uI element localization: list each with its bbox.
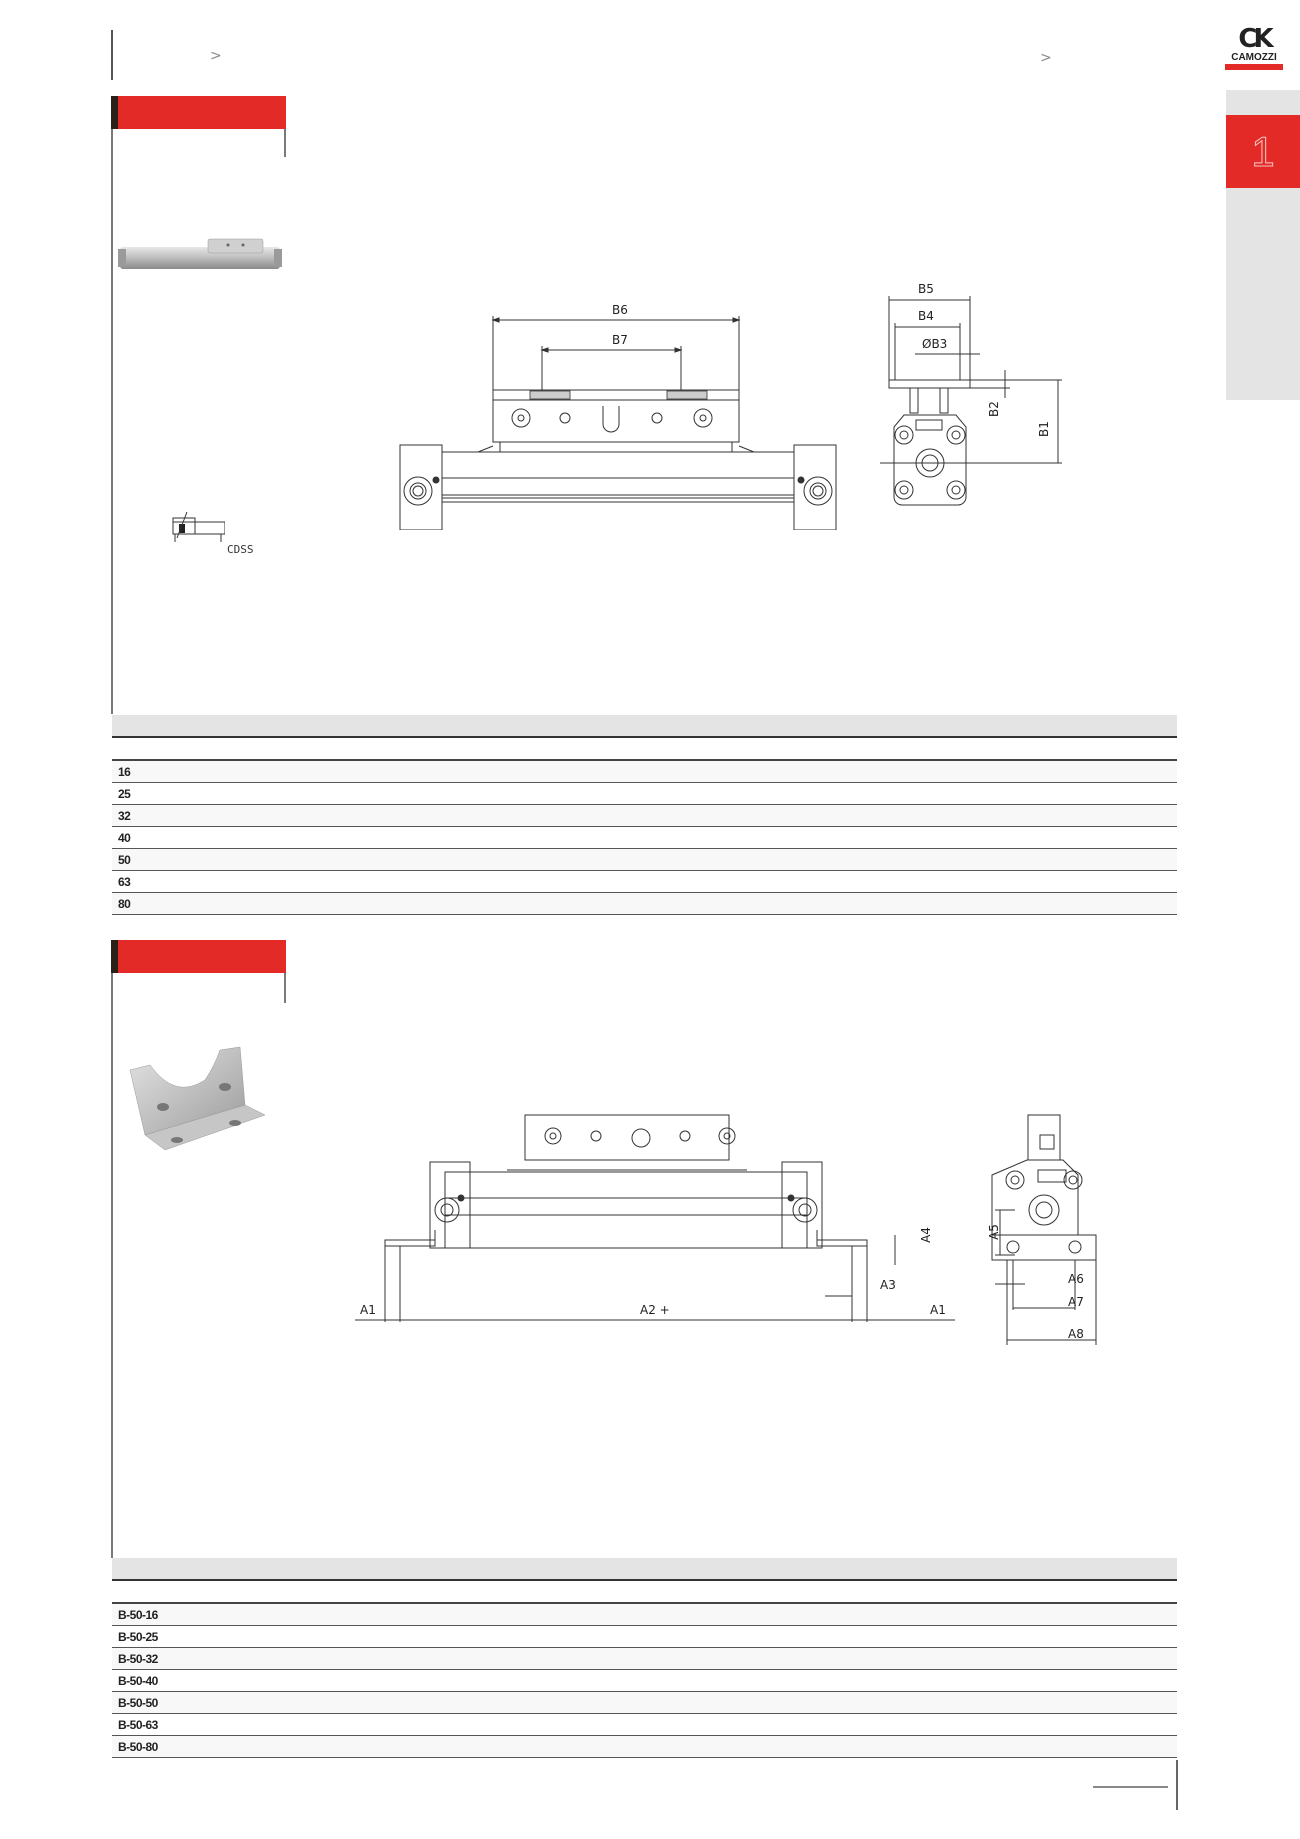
logo-red-bar (1225, 64, 1283, 70)
table-row: B-50-63 (112, 1713, 1177, 1736)
model-cell: B-50-25 (112, 1625, 1177, 1648)
size-cell: 16 (112, 760, 1177, 783)
size-cell: 50 (112, 848, 1177, 871)
model-cell: B-50-63 (112, 1713, 1177, 1736)
dim-label-a6: A6 (1068, 1272, 1084, 1286)
dim-label-a7: A7 (1068, 1295, 1084, 1309)
chapter-tab-active: 1 (1226, 115, 1300, 188)
section1-header-bar (111, 96, 286, 129)
footer-page-rule (1093, 1786, 1168, 1788)
table-row: 16 (112, 760, 1177, 783)
model-cell: B-50-80 (112, 1735, 1177, 1758)
logo-name: CAMOZZI (1231, 52, 1277, 63)
dim-label-a3: A3 (880, 1278, 896, 1292)
section1-side-view-drawing (880, 296, 1062, 506)
size-cell: 80 (112, 892, 1177, 915)
dim-label-a4: A4 (918, 1227, 933, 1243)
table-row: 40 (112, 826, 1177, 849)
dim-label-b5: B5 (918, 282, 934, 296)
header-divider (111, 30, 113, 80)
section2-header-accent (111, 940, 118, 973)
section1-header-right-border (284, 129, 286, 157)
table-row: B-50-50 (112, 1691, 1177, 1714)
dim-label-b3: ØB3 (922, 337, 948, 351)
table-row: 63 (112, 870, 1177, 893)
table-row: B-50-16 (112, 1603, 1177, 1626)
breadcrumb-separator-left: > (210, 48, 222, 64)
symbol-label: CDSS (227, 543, 254, 556)
section2-product-photo (129, 1046, 266, 1150)
section2-front-view-drawing (355, 1114, 955, 1322)
dim-label-b7: B7 (612, 333, 628, 347)
footer-divider (1176, 1760, 1178, 1810)
breadcrumb-separator-right: > (1040, 50, 1052, 66)
dim-label-a2: A2 + (640, 1303, 670, 1317)
section1-front-view-drawing (399, 316, 837, 530)
table-row: B-50-80 (112, 1735, 1177, 1758)
section1-left-border (111, 129, 113, 714)
dim-label-a8: A8 (1068, 1327, 1084, 1341)
model-cell: B-50-40 (112, 1669, 1177, 1692)
size-cell: 40 (112, 826, 1177, 849)
table-row: 50 (112, 848, 1177, 871)
model-cell: B-50-32 (112, 1647, 1177, 1670)
table-row: 25 (112, 782, 1177, 805)
logo-mark-icon: CK (1238, 24, 1273, 54)
size-cell: 32 (112, 804, 1177, 827)
dim-label-b1: B1 (1036, 421, 1051, 437)
section2-side-view-drawing (991, 1114, 1097, 1345)
model-cell: B-50-50 (112, 1691, 1177, 1714)
section2-dimensions-table: B-50-16 B-50-25 B-50-32 B-50-40 B-50-50 … (112, 1558, 1177, 1758)
table-row: B-50-40 (112, 1669, 1177, 1692)
section2-left-border (111, 973, 113, 1558)
table-row: B-50-25 (112, 1625, 1177, 1648)
table-row: 32 (112, 804, 1177, 827)
chapter-number: 1 (1251, 127, 1275, 175)
table-header-row (112, 715, 1177, 738)
dim-label-b6: B6 (612, 303, 628, 317)
dim-label-b2: B2 (986, 401, 1001, 417)
model-cell: B-50-16 (112, 1603, 1177, 1626)
size-cell: 25 (112, 782, 1177, 805)
dim-label-a5: A5 (986, 1224, 1001, 1240)
section2-header-bar (111, 940, 286, 973)
table-subheader-row (112, 737, 1177, 761)
table-row: 80 (112, 892, 1177, 915)
table-subheader-row (112, 1580, 1177, 1604)
dim-label-b4: B4 (918, 309, 934, 323)
section1-header-accent (111, 96, 118, 129)
table-header-row (112, 1558, 1177, 1581)
camozzi-logo: CK CAMOZZI (1225, 24, 1283, 70)
table-row: B-50-32 (112, 1647, 1177, 1670)
size-cell: 63 (112, 870, 1177, 893)
dim-label-a1-right: A1 (930, 1303, 946, 1317)
pneumatic-symbol-icon (172, 511, 225, 542)
section1-product-photo (118, 238, 282, 269)
section2-header-right-border (284, 973, 286, 1003)
dim-label-a1-left: A1 (360, 1303, 376, 1317)
chapter-side-tab: 1 (1226, 90, 1300, 400)
section1-dimensions-table: 16 25 32 40 50 63 80 (112, 715, 1177, 915)
